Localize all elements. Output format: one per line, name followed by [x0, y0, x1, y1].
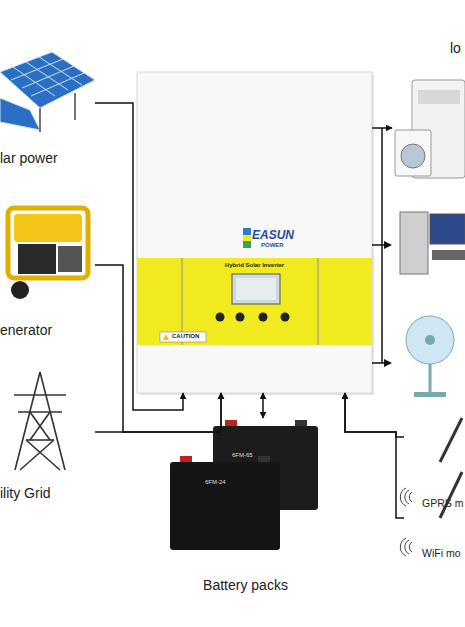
generator-wheel: [11, 281, 29, 299]
button: [236, 313, 245, 322]
fan-hub: [425, 335, 435, 345]
part-label: POWER: [261, 242, 284, 248]
solar-panel: [0, 52, 95, 108]
node-label: ility Grid: [0, 485, 51, 501]
part-label: 6FM-24: [205, 479, 226, 485]
fan: [406, 316, 454, 364]
connector: [95, 103, 183, 410]
generator-engine: [18, 244, 56, 274]
generator-tank: [14, 214, 82, 242]
connector: [345, 393, 404, 437]
lcd-screen: [236, 278, 276, 300]
diagram-node: GPRS m: [404, 415, 465, 515]
inverter-band: [137, 258, 372, 345]
arrow-head: [384, 241, 392, 249]
band-divider: [317, 258, 318, 345]
part-label: CAUTION: [172, 333, 199, 339]
part-label: 6FM-65: [232, 452, 253, 458]
node-label: WiFi mo: [422, 547, 461, 559]
button: [216, 313, 225, 322]
ac-vent: [418, 90, 460, 104]
logo-mark: [243, 228, 251, 248]
panel-stand: [39, 108, 41, 132]
button: [281, 313, 290, 322]
solar-panel: [0, 98, 40, 130]
connector: [345, 393, 404, 518]
node-label: Battery packs: [168, 577, 323, 593]
diagram-node: lo: [392, 40, 465, 380]
logo-mark: [243, 241, 251, 248]
connector: [262, 393, 264, 418]
monitor: [430, 214, 465, 244]
node-label: Hybrid Solar Inverter: [137, 262, 372, 268]
diagram-node: enerator: [0, 190, 95, 340]
caution-sticker: [160, 332, 206, 342]
signal-waves: [400, 488, 412, 556]
load-bus: [381, 128, 383, 363]
node-label: lo: [450, 40, 461, 56]
battery: [170, 462, 280, 550]
node-label: GPRS m: [422, 497, 463, 509]
panel-grid: [31, 73, 84, 96]
connector: [95, 265, 221, 432]
connector: [372, 127, 392, 129]
panel-stand: [74, 93, 76, 120]
button: [259, 313, 268, 322]
fan-stand: [429, 364, 432, 392]
arrow-head: [384, 359, 392, 367]
generator-frame: [8, 208, 88, 278]
panel-grid: [13, 67, 55, 96]
power-tower: [14, 372, 66, 470]
connector: [95, 393, 221, 432]
diagram-node: lar power: [0, 48, 95, 168]
keyboard: [432, 250, 465, 260]
panel-grid: [11, 59, 63, 80]
computer-tower: [400, 212, 428, 274]
panel-grid: [26, 62, 68, 90]
washing-machine: [395, 130, 431, 176]
lcd-display: [232, 274, 280, 304]
node-label: lar power: [0, 150, 58, 166]
node-label: enerator: [0, 322, 52, 338]
generator-panel: [58, 246, 82, 272]
warning-icon: [163, 334, 169, 340]
diagram-node: WiFi mo: [404, 490, 465, 570]
battery-terminal: [225, 420, 237, 426]
panel-grid: [39, 57, 82, 85]
washer-door: [401, 144, 425, 168]
battery-terminal: [295, 420, 307, 426]
battery-terminal: [180, 456, 192, 462]
inverter-body: [137, 72, 372, 393]
logo-mark: [243, 228, 251, 235]
diagram-node: Battery packs: [168, 418, 323, 598]
battery-terminal: [258, 456, 270, 462]
panel-grid: [22, 66, 74, 88]
fan-base: [414, 392, 446, 397]
diagram-node: ility Grid: [0, 365, 95, 505]
part-label: EASUN: [252, 228, 294, 242]
